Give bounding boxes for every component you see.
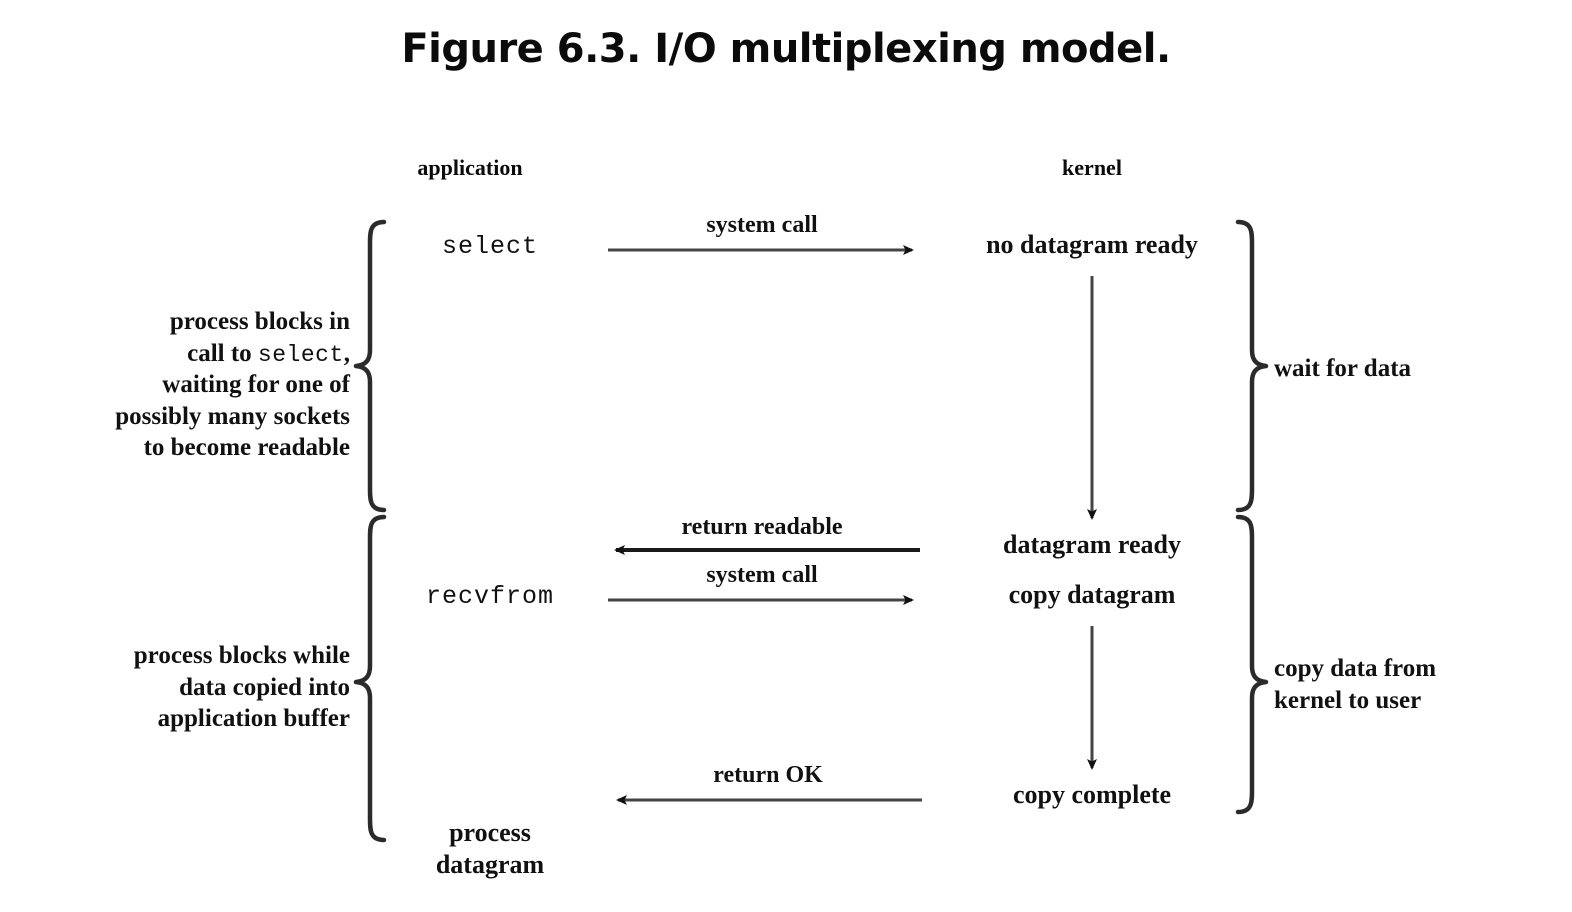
brace-right-copy-block — [1235, 514, 1269, 815]
note-process-blocks-copy: process blocks while data copied into ap… — [134, 640, 350, 735]
note-copy-line-1: process blocks while — [133, 642, 350, 669]
brace-left-copy-block — [353, 514, 387, 843]
column-header-application: application — [417, 155, 523, 180]
figure-title: Figure 6.3. I/O multiplexing model. — [401, 26, 1171, 72]
note-line-2: call to select, — [115, 338, 350, 370]
node-process-datagram-line2: datagram — [435, 850, 545, 879]
node-recvfrom: recvfrom — [425, 582, 555, 611]
note-copy-line-2: data copied into — [179, 673, 350, 701]
note-kcopy-line-1: copy data from — [1274, 655, 1437, 682]
note-line-2-mono: select — [257, 341, 344, 368]
note-kcopy-line-2: kernel to user — [1274, 686, 1422, 714]
node-copy-complete: copy complete — [1012, 780, 1172, 809]
note-line-5: to become readable — [143, 434, 350, 462]
node-copy-datagram: copy datagram — [1008, 580, 1176, 609]
note-wait-for-data: wait for data — [1274, 353, 1411, 385]
arrow-label-return-readable: return readable — [681, 514, 843, 540]
note-copy-data-kernel-to-user: copy data from kernel to user — [1274, 653, 1436, 716]
note-line-4: possibly many sockets — [115, 402, 350, 430]
note-process-blocks-select: process blocks in call to select, waitin… — [115, 306, 350, 464]
node-select: select — [441, 232, 539, 261]
note-line-2-prefix: call to — [187, 339, 258, 367]
arrow-label-return-ok: return OK — [713, 762, 823, 788]
note-line-1: process blocks in — [169, 308, 350, 335]
brace-left-select-block — [353, 219, 387, 513]
note-line-2-suffix: , — [343, 339, 350, 367]
brace-right-wait-block — [1235, 219, 1269, 513]
column-header-kernel: kernel — [1062, 155, 1122, 180]
node-process-datagram-line1: process — [449, 818, 531, 847]
note-line-3: waiting for one of — [162, 371, 350, 399]
arrow-label-system-call-select: system call — [706, 212, 818, 238]
node-datagram-ready: datagram ready — [1003, 530, 1181, 559]
arrow-label-system-call-recvfrom: system call — [706, 562, 818, 588]
note-wait-line-1: wait for data — [1274, 355, 1412, 382]
node-no-datagram-ready: no datagram ready — [986, 230, 1198, 259]
note-copy-line-3: application buffer — [157, 705, 350, 732]
